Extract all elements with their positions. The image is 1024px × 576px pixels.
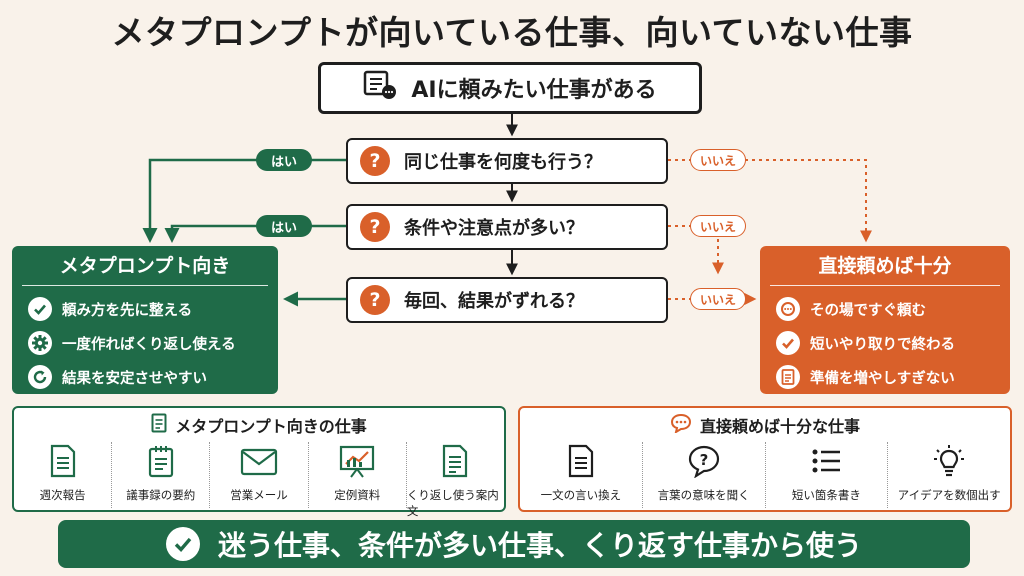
list-item: 一度作ればくり返し使える: [28, 326, 278, 360]
task-item: 定例資料: [307, 442, 406, 508]
check-circle-icon: [28, 297, 52, 321]
start-box: AIに頼みたい仕事がある: [318, 62, 702, 114]
task-item: くり返し使う案内文: [405, 442, 504, 518]
task-item: 営業メール: [209, 442, 307, 508]
report-document-icon: [49, 444, 77, 481]
question-mark-icon: ?: [360, 146, 390, 176]
summary-banner: 迷う仕事、条件が多い仕事、くり返す仕事から使う: [58, 520, 970, 568]
list-item: 準備を増やしすぎない: [776, 360, 1010, 394]
chat-bubble-icon: [776, 297, 800, 321]
chat-document-icon: [363, 70, 397, 106]
no-label: いいえ: [690, 149, 746, 171]
presentation-chart-icon: [338, 444, 376, 481]
task-item: ? 言葉の意味を聞く: [641, 442, 765, 508]
check-circle-icon: [165, 527, 200, 561]
gear-icon: [28, 331, 52, 355]
section-header: 直接頼めば十分な仕事: [520, 408, 1010, 442]
direct-task-list: 直接頼めば十分な仕事 一文の言い換え ? 言葉の意味を聞く 短い箇条書き アイデ…: [518, 406, 1012, 512]
document-icon: [441, 444, 469, 481]
task-item: 週次報告: [14, 442, 111, 508]
no-label: いいえ: [690, 215, 746, 237]
list-item: その場ですぐ頼む: [776, 292, 1010, 326]
task-item: 議事録の要約: [111, 442, 209, 508]
document-icon: [567, 444, 595, 481]
list-item: 頼み方を先に整える: [28, 292, 278, 326]
question-inconsistent: ? 毎回、結果がずれる？: [346, 277, 668, 323]
list-item: 結果を安定させやすい: [28, 360, 278, 394]
mail-icon: [240, 444, 278, 481]
document-icon: [776, 365, 800, 389]
meta-task-list: メタプロンプト向きの仕事 週次報告 議事録の要約 営業メール 定例資料 くり返し…: [12, 406, 506, 518]
task-item: 短い箇条書き: [764, 442, 888, 508]
question-conditions: ? 条件や注意点が多い？: [346, 204, 668, 250]
meta-prompt-panel: メタプロンプト向き 頼み方を先に整える 一度作ればくり返し使える 結果を安定させ…: [12, 246, 278, 394]
document-icon: [151, 413, 167, 437]
section-header: メタプロンプト向きの仕事: [14, 408, 504, 442]
question-bubble-icon: ?: [687, 444, 721, 481]
question-text: 条件や注意点が多い？: [404, 218, 584, 239]
banner-text: 迷う仕事、条件が多い仕事、くり返す仕事から使う: [217, 529, 862, 562]
task-item: アイデアを数個出す: [887, 442, 1010, 508]
lightbulb-icon: [932, 444, 966, 481]
start-label: AIに頼みたい仕事がある: [411, 78, 657, 103]
question-text: 毎回、結果がずれる？: [404, 291, 584, 312]
yes-label: はい: [256, 215, 312, 237]
yes-label: はい: [256, 149, 312, 171]
svg-text:?: ?: [699, 451, 708, 469]
question-mark-icon: ?: [360, 285, 390, 315]
bullet-list-icon: [809, 444, 843, 481]
task-item: 一文の言い換え: [520, 442, 642, 508]
question-mark-icon: ?: [360, 212, 390, 242]
panel-title: 直接頼めば十分: [770, 246, 1000, 286]
direct-request-panel: 直接頼めば十分 その場ですぐ頼む 短いやり取りで終わる 準備を増やしすぎない: [760, 246, 1010, 394]
chat-bubble-icon: [670, 413, 692, 437]
notepad-icon: [147, 444, 175, 481]
panel-title: メタプロンプト向き: [22, 246, 268, 286]
question-text: 同じ仕事を何度も行う？: [404, 152, 602, 173]
refresh-icon: [28, 365, 52, 389]
question-repeat: ? 同じ仕事を何度も行う？: [346, 138, 668, 184]
list-item: 短いやり取りで終わる: [776, 326, 1010, 360]
page-title: メタプロンプトが向いている仕事、向いていない仕事: [111, 13, 913, 52]
check-circle-icon: [776, 331, 800, 355]
no-label: いいえ: [690, 288, 746, 310]
